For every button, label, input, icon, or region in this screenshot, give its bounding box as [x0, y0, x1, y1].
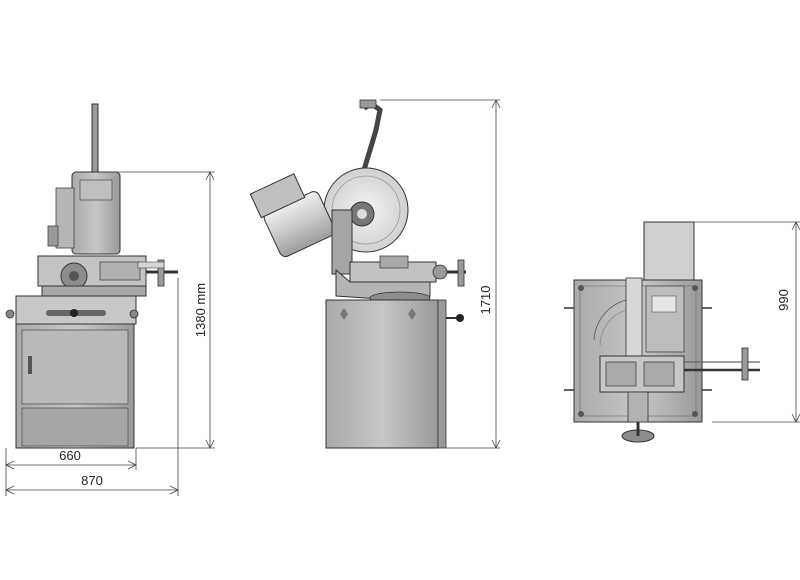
front-view	[5, 103, 178, 449]
top-motor	[643, 221, 695, 281]
dim-990-label: 990	[776, 289, 791, 311]
dim-1710-label: 1710	[478, 286, 493, 315]
dim-870-label: 870	[81, 473, 103, 488]
side-cabinet	[325, 299, 439, 449]
top-dimensions	[694, 221, 800, 423]
side-dimensions	[380, 99, 501, 449]
top-view	[564, 221, 760, 443]
dim-1380-label: 1380 mm	[193, 283, 208, 337]
dim-660-label: 660	[59, 448, 81, 463]
front-lever	[91, 103, 99, 175]
side-view	[249, 99, 466, 449]
front-dimensions	[5, 171, 215, 496]
side-handle	[361, 101, 383, 171]
